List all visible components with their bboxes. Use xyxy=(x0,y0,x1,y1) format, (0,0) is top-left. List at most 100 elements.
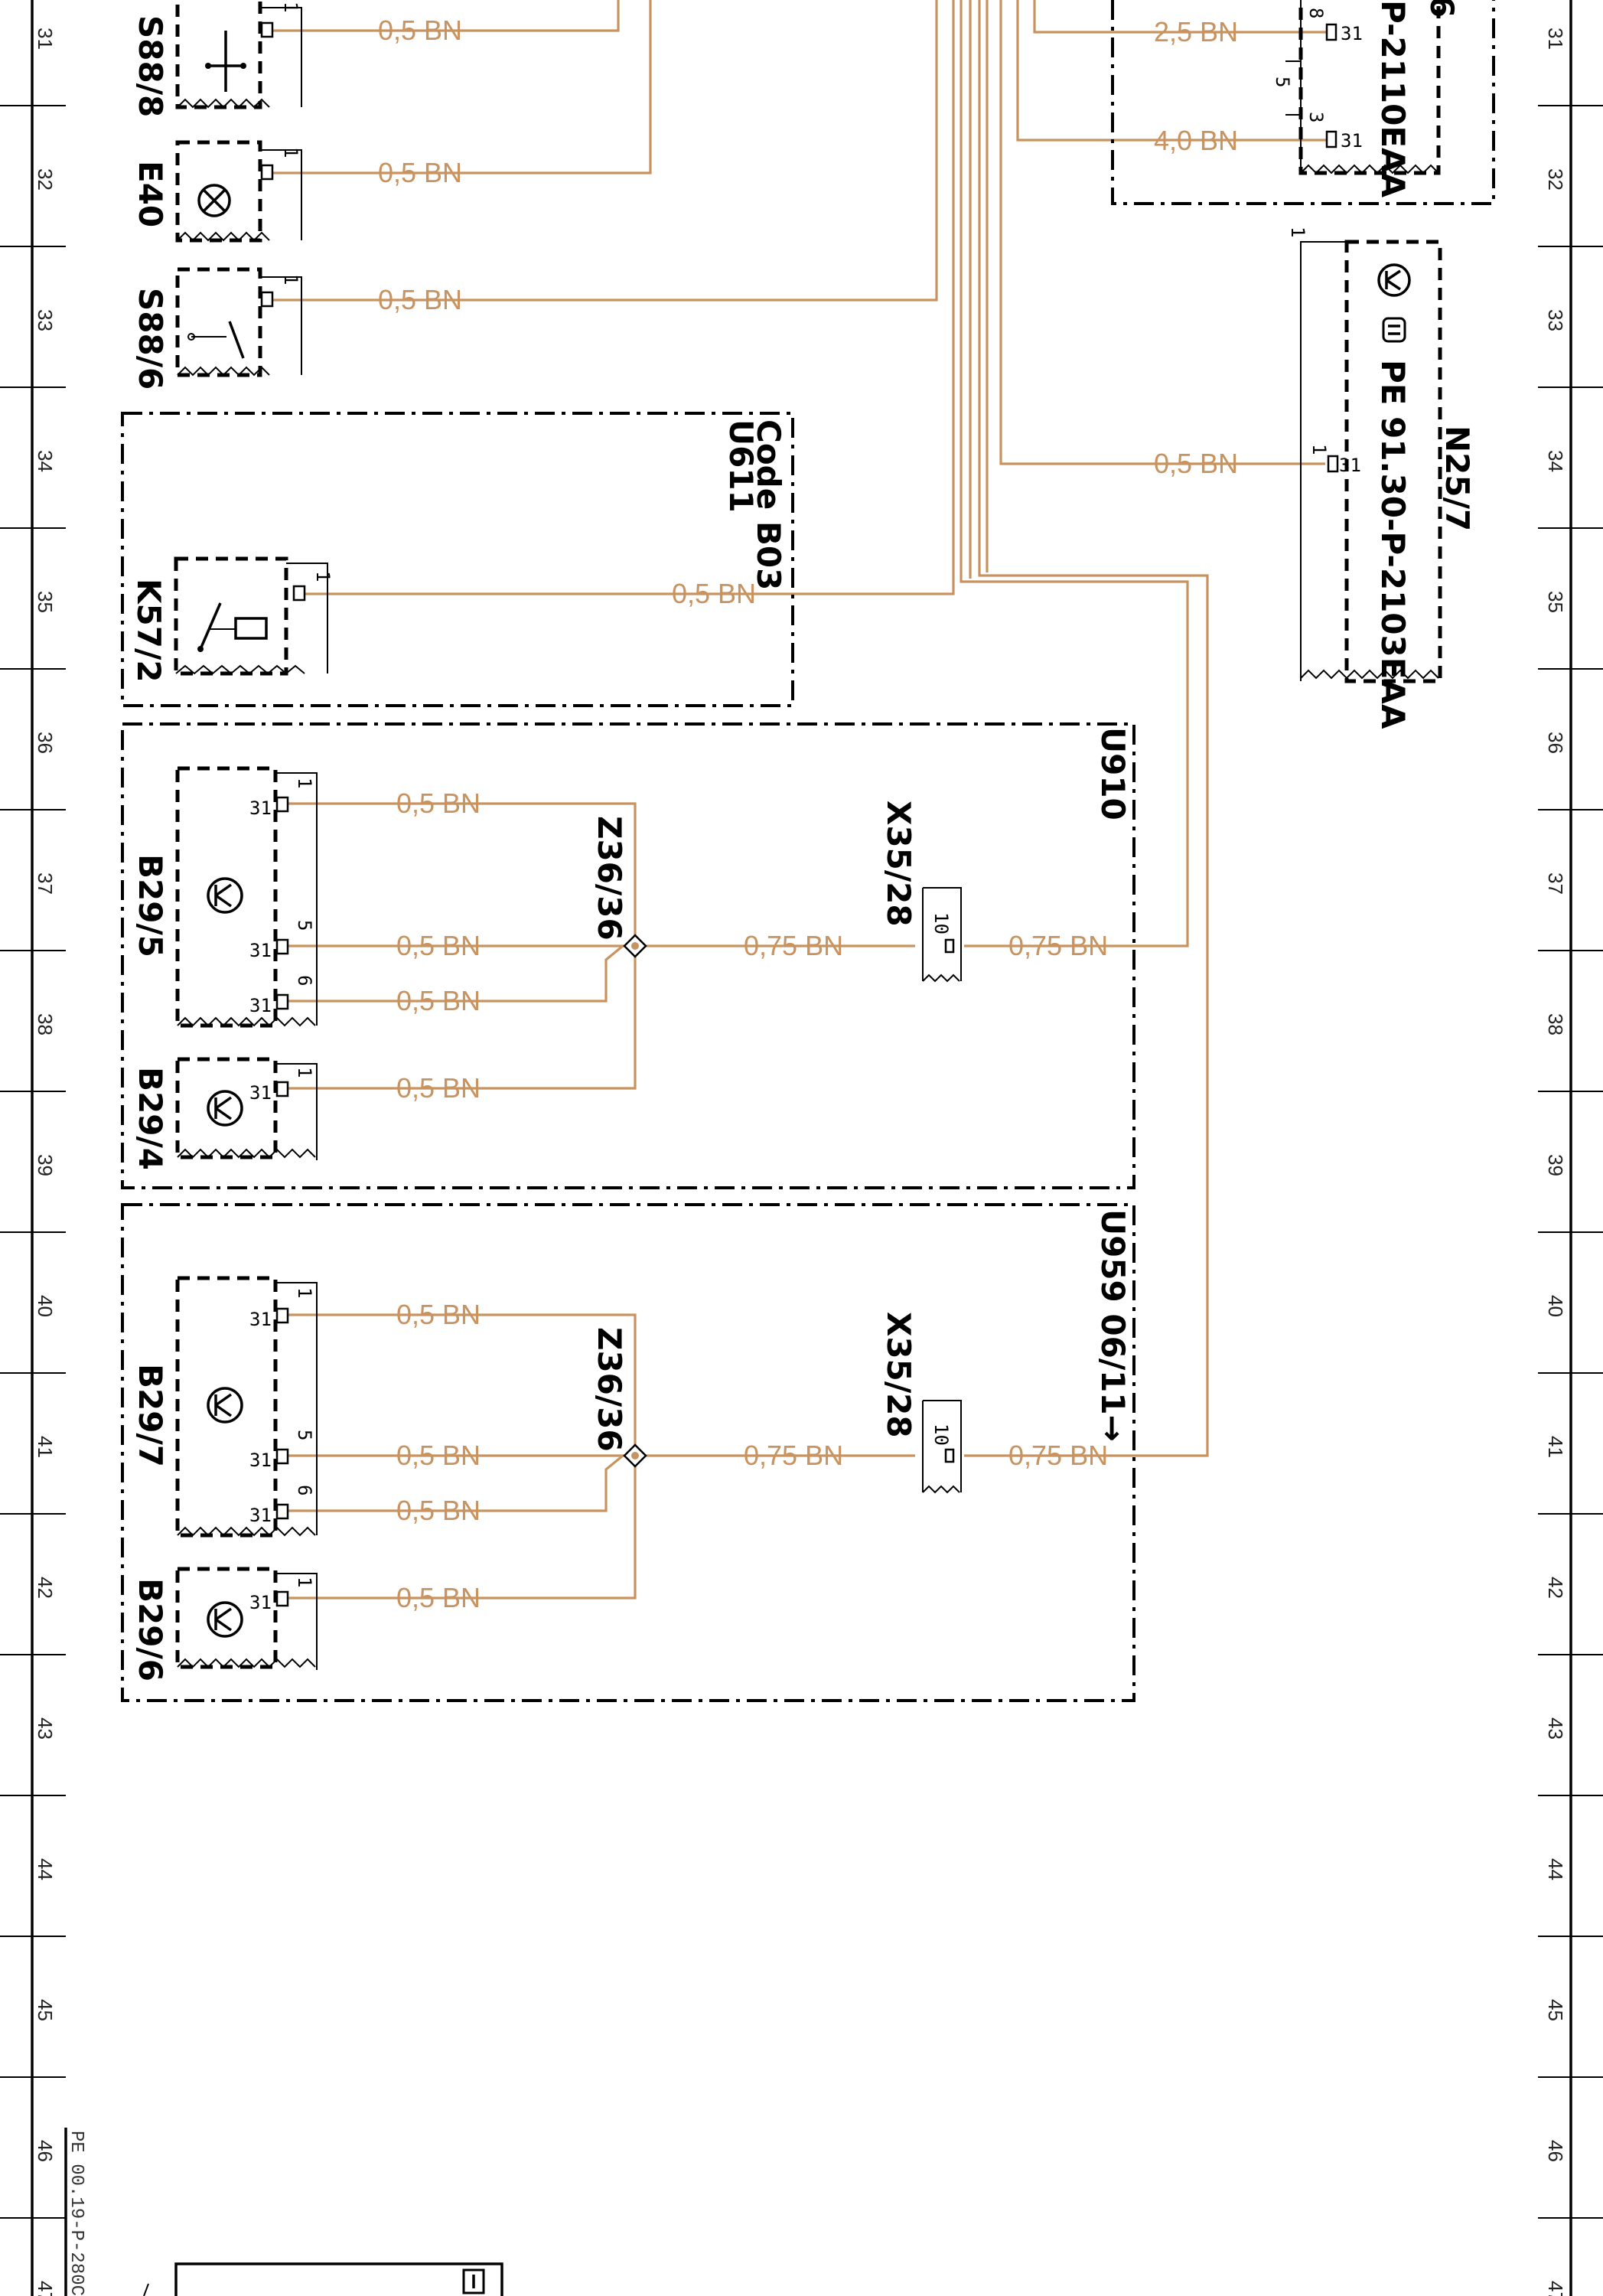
ruler-number: 34 xyxy=(34,450,57,472)
wire-label: 0,5 BN xyxy=(396,985,481,1016)
ruler-number: 31 xyxy=(34,28,57,50)
svg-text:1: 1 xyxy=(294,1067,315,1078)
svg-text:31: 31 xyxy=(249,1309,272,1330)
svg-text:5: 5 xyxy=(294,1430,315,1440)
pin-k57-2: 1 xyxy=(312,571,334,582)
svg-text:10: 10 xyxy=(930,912,952,934)
svg-text:31: 31 xyxy=(249,1082,272,1104)
lamp-e40: E40 1 xyxy=(132,140,302,243)
wire-label: 0,75 BN xyxy=(1008,930,1108,961)
ruler-number: 31 xyxy=(1544,28,1567,50)
label-s88-6: S88/6 xyxy=(132,288,169,390)
sensor-b29-5: B29/5 1 31 5 31 6 31 xyxy=(132,766,318,1028)
group-u910: U910 xyxy=(121,722,1135,1189)
wire-label: 0,5 BN xyxy=(396,1495,481,1526)
svg-text:31: 31 xyxy=(249,1505,272,1526)
svg-text:1: 1 xyxy=(1287,227,1308,237)
ruler-number: 42 xyxy=(34,1577,57,1599)
ruler-number: 46 xyxy=(34,2140,57,2162)
wire-label: 0,75 BN xyxy=(744,930,843,961)
label-b29-4: B29/4 xyxy=(132,1067,169,1170)
wire-label: 2,5 BN xyxy=(1154,16,1238,47)
ruler-number: 36 xyxy=(1544,732,1567,754)
label-b29-7: B29/7 xyxy=(132,1364,169,1467)
wire-label: 0,5 BN xyxy=(1154,448,1238,479)
ruler-number: 37 xyxy=(1544,872,1567,895)
svg-text:31: 31 xyxy=(1339,455,1361,476)
label-x35-28-b: X35/28 xyxy=(880,1312,917,1438)
wire-network xyxy=(272,0,1327,1600)
svg-text:1: 1 xyxy=(294,778,315,788)
ruler-number: 32 xyxy=(1544,168,1567,191)
wire-label: 0,5 BN xyxy=(396,1440,481,1471)
ruler-number: 47 xyxy=(1544,2281,1567,2296)
ruler-number: 46 xyxy=(1544,2140,1567,2162)
wire-label: 0,5 BN xyxy=(396,1582,481,1613)
wire-label: 0,5 BN xyxy=(378,157,462,188)
connector-x35-28-a: X35/28 10 xyxy=(880,801,962,983)
ruler-number: 45 xyxy=(1544,1999,1567,2021)
ruler-number: 42 xyxy=(1544,1577,1567,1599)
wire-label: 0,5 BN xyxy=(378,284,462,315)
wire-label: 0,5 BN xyxy=(396,1299,481,1330)
svg-text:6: 6 xyxy=(294,1485,315,1495)
ruler-number: 35 xyxy=(34,591,57,613)
ruler-number: 33 xyxy=(1544,309,1567,331)
ruler-number: 40 xyxy=(34,1295,57,1317)
ruler-number: 35 xyxy=(1544,591,1567,613)
n25-7-ref: PE 91.30-P-2103EAA xyxy=(1374,360,1412,729)
wire-label: 0,5 BN xyxy=(396,930,481,961)
group-u910-label: U910 xyxy=(1094,727,1132,820)
svg-text:1: 1 xyxy=(294,1287,315,1298)
switch-s88-8: S88/8 1 xyxy=(132,0,302,117)
wire-label: 0,75 BN xyxy=(744,1440,843,1471)
group-u959-label: U959 06/11→ xyxy=(1094,1209,1132,1442)
ruler-number: 38 xyxy=(1544,1013,1567,1035)
ruler-number: 38 xyxy=(34,1013,57,1035)
svg-text:5: 5 xyxy=(1272,77,1293,87)
ruler-number: 32 xyxy=(34,168,57,191)
svg-text:3: 3 xyxy=(1305,112,1327,122)
label-b29-5: B29/5 xyxy=(132,854,169,957)
ruler-number: 39 xyxy=(34,1154,57,1176)
ruler-number: 43 xyxy=(34,1717,57,1740)
label-n25-7: N25/7 xyxy=(1438,426,1476,531)
ruler-number: 34 xyxy=(1544,450,1567,472)
wire-label: 0,5 BN xyxy=(378,15,462,46)
document-ref: PE 00.19-P-280C xyxy=(66,2131,86,2296)
ruler-number: 36 xyxy=(34,732,57,754)
sensor-b29-7: B29/7 1 31 5 31 6 31 xyxy=(132,1276,318,1538)
wire-label: 0,75 BN xyxy=(1008,1440,1108,1471)
svg-text:8: 8 xyxy=(1305,8,1327,18)
label-e40: E40 xyxy=(132,161,169,227)
ruler-number: 47 xyxy=(34,2281,57,2296)
svg-text:31: 31 xyxy=(249,995,272,1016)
wire-label: 0,5 BN xyxy=(396,1072,481,1104)
label-z36-36-a: Z36/36 xyxy=(591,816,628,941)
sensor-b29-4: B29/4 1 31 xyxy=(132,1057,318,1170)
ruler-number: 39 xyxy=(1544,1154,1567,1176)
module-p-2110eaa: P-2110EAA 6 8 31 5 3 31 xyxy=(1111,0,1495,205)
svg-text:31: 31 xyxy=(249,1450,272,1471)
svg-text:5: 5 xyxy=(294,920,315,931)
svg-text:31: 31 xyxy=(249,1592,272,1613)
label-s88-8: S88/8 xyxy=(132,15,169,117)
switch-s88-6: S88/6 1 xyxy=(132,267,302,390)
group-u959: U959 06/11→ xyxy=(121,1203,1135,1702)
ruler-number: 41 xyxy=(34,1436,57,1458)
relay-k57-2: K57/2 1 xyxy=(130,556,334,683)
group-u611: Code B03 U611 xyxy=(121,412,794,707)
pin-s88-8: 1 xyxy=(280,2,301,12)
ruler-number: 44 xyxy=(34,1858,57,1880)
group-u611-label: U611 xyxy=(722,419,760,513)
module-n25-7: N25/7 PE 91.30-P-2103EAA 1 1 31 xyxy=(1287,227,1476,729)
footer: PE 00.19-P-280C xyxy=(64,2128,503,2296)
splice-z36-36-b: Z36/36 xyxy=(591,1327,647,1468)
ruler-number: 45 xyxy=(34,1999,57,2021)
svg-text:31: 31 xyxy=(1341,130,1363,152)
pin-e40: 1 xyxy=(280,147,301,158)
module-suffix: 6 xyxy=(1423,0,1461,18)
wire-label: 0,5 BN xyxy=(672,578,756,609)
